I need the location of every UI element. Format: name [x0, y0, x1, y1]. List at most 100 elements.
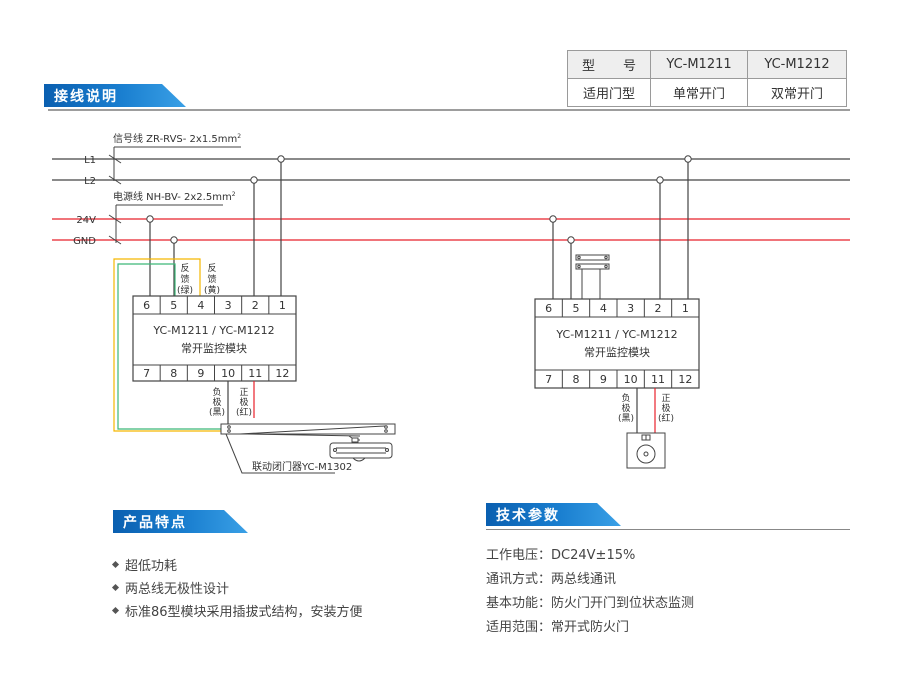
- slash-mark: [108, 175, 122, 185]
- module-right-title: YC-M1211 / YC-M1212: [555, 328, 677, 341]
- model-header-label: 型号: [567, 50, 651, 79]
- junction-node: [567, 236, 575, 244]
- junction-node: [170, 236, 178, 244]
- right-terminal-8: 8: [573, 373, 580, 386]
- left-terminal-5: 5: [170, 299, 177, 312]
- bus-label-l1: L1: [84, 155, 96, 166]
- features-section-title: 产品特点: [123, 515, 187, 531]
- wiring-section-header: 接线说明: [44, 84, 186, 107]
- wiring-diagram: 信号线 ZR-RVS- 2x1.5mm2 电源线 NH-BV- 2x2.5mm2…: [52, 132, 850, 474]
- feedback-green-label: 反 馈 (绿): [177, 263, 193, 296]
- right-terminal-4: 4: [600, 302, 607, 315]
- bus-label-gnd: GND: [73, 236, 96, 247]
- spec-row-communication: 通讯方式：两总线通讯: [486, 572, 617, 587]
- positive-label-left: 正 极 (红): [236, 388, 252, 418]
- slash-mark: [108, 154, 122, 164]
- feedback-wire-yellow: [113, 258, 221, 432]
- door-type-m1211: 单常开门: [650, 78, 748, 107]
- bullet-icon: [111, 560, 120, 569]
- svg-text:正: 正: [661, 394, 670, 404]
- banner-background: [113, 510, 248, 533]
- junction-node: [684, 155, 692, 163]
- bullet-icon: [111, 583, 120, 592]
- bus-label-24v: 24V: [76, 215, 96, 226]
- banner-background: [44, 84, 186, 107]
- model-header-m1211: YC-M1211: [650, 50, 748, 79]
- junction-node: [277, 155, 285, 163]
- module-right-subtitle: 常开监控模块: [584, 345, 650, 359]
- svg-text:馈: 馈: [207, 273, 216, 285]
- spec-row-scope: 适用范围：常开式防火门: [486, 620, 630, 635]
- right-terminal-12: 12: [678, 373, 692, 386]
- wiring-section-rule: [48, 109, 850, 111]
- slash-mark: [108, 235, 122, 245]
- junction-node: [250, 176, 258, 184]
- left-terminal-7: 7: [143, 367, 150, 380]
- specs-section-header: 技术参数: [486, 503, 621, 526]
- right-terminal-9: 9: [600, 373, 607, 386]
- left-terminal-10: 10: [221, 367, 235, 380]
- bus-label-l2: L2: [84, 176, 96, 187]
- left-terminal-3: 3: [225, 299, 232, 312]
- svg-text:馈: 馈: [180, 273, 189, 285]
- feature-item: 两总线无极性设计: [111, 578, 229, 597]
- slash-mark: [108, 214, 122, 224]
- module-left-bottom-terminals: 7 8 9 10 11 12: [143, 365, 289, 381]
- junction-node: [146, 215, 154, 223]
- right-terminal-11: 11: [651, 373, 665, 386]
- left-terminal-11: 11: [248, 367, 262, 380]
- features-section-header: 产品特点: [113, 510, 248, 533]
- svg-text:(黄): (黄): [204, 284, 220, 296]
- left-terminal-8: 8: [170, 367, 177, 380]
- signal-cable-label: 信号线 ZR-RVS- 2x1.5mm2: [113, 132, 241, 145]
- door-holder-icon: [626, 432, 666, 469]
- module-left-subtitle: 常开监控模块: [181, 341, 247, 355]
- wiring-section-title: 接线说明: [54, 89, 118, 105]
- right-terminal-1: 1: [682, 302, 689, 315]
- svg-text:负: 负: [212, 386, 221, 398]
- svg-text:正: 正: [239, 388, 248, 398]
- right-terminal-3: 3: [627, 302, 634, 315]
- model-table-header-row: 型号 YC-M1211 YC-M1212: [567, 50, 847, 79]
- door-type-label: 适用门型: [567, 78, 651, 107]
- model-table: 型号 YC-M1211 YC-M1212 适用门型 单常开门 双常开门: [567, 50, 847, 107]
- right-terminal-7: 7: [545, 373, 552, 386]
- svg-text:(黑): (黑): [618, 413, 634, 424]
- left-terminal-12: 12: [275, 367, 289, 380]
- banner-background: [486, 503, 621, 526]
- svg-text:负: 负: [621, 392, 630, 404]
- power-cable-label: 电源线 NH-BV- 2x2.5mm2: [113, 190, 236, 203]
- negative-label-right: 负 极 (黑): [618, 392, 634, 424]
- svg-text:极: 极: [621, 402, 630, 414]
- left-terminal-9: 9: [197, 367, 204, 380]
- right-terminal-10: 10: [624, 373, 638, 386]
- svg-text:(黑): (黑): [209, 407, 225, 418]
- door-closer-label: 联动闭门器YC-M1302: [252, 460, 352, 473]
- specs-section-title: 技术参数: [496, 508, 560, 524]
- svg-text:极: 极: [239, 396, 248, 408]
- feature-item: 超低功耗: [111, 555, 177, 574]
- feature-item: 标准86型模块采用插拔式结构，安装方便: [111, 601, 363, 620]
- module-right-bottom-terminals: 7 8 9 10 11 12: [545, 370, 692, 388]
- door-type-m1212: 双常开门: [747, 78, 847, 107]
- negative-label-left: 负 极 (黑): [209, 386, 225, 418]
- feedback-wire-green: [117, 263, 221, 430]
- svg-text:反: 反: [180, 263, 189, 274]
- spec-row-voltage: 工作电压：DC24V±15%: [486, 548, 636, 563]
- svg-text:(绿): (绿): [177, 284, 193, 296]
- model-header-m1212: YC-M1212: [747, 50, 847, 79]
- spec-row-function: 基本功能：防火门开门到位状态监测: [486, 596, 695, 611]
- left-terminal-2: 2: [252, 299, 259, 312]
- svg-text:极: 极: [661, 402, 670, 414]
- svg-text:(红): (红): [658, 412, 674, 424]
- feedback-yellow-label: 反 馈 (黄): [204, 263, 220, 296]
- left-terminal-4: 4: [197, 299, 204, 312]
- right-terminal-5: 5: [573, 302, 580, 315]
- positive-label-right: 正 极 (红): [658, 394, 674, 424]
- specs-section-rule: [486, 529, 850, 530]
- door-contact-sensor-icon: [575, 254, 610, 299]
